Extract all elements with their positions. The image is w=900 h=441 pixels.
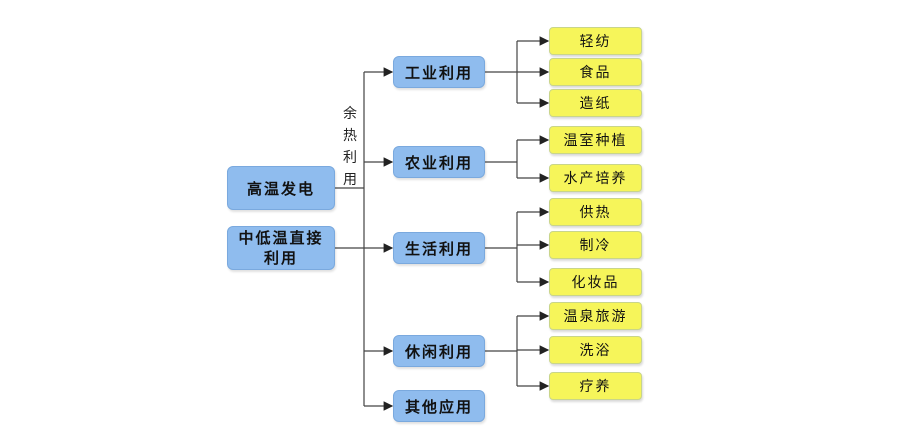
label-char: 利 bbox=[343, 150, 357, 166]
label-char: 热 bbox=[343, 128, 357, 144]
category-other: 其他应用 bbox=[393, 390, 485, 422]
label-char: 余 bbox=[343, 106, 357, 122]
category-leisure: 休闲利用 bbox=[393, 335, 485, 367]
leaf-label: 食品 bbox=[579, 65, 612, 81]
source-label-line2: 利用 bbox=[263, 249, 298, 267]
leaf-food: 食品 bbox=[549, 58, 642, 86]
leaf-paper: 造纸 bbox=[549, 89, 642, 117]
leaf-label: 供热 bbox=[579, 205, 612, 221]
category-living: 生活利用 bbox=[393, 232, 485, 264]
leaf-label: 制冷 bbox=[579, 238, 612, 254]
category-label: 生活利用 bbox=[404, 239, 473, 258]
source-label: 高温发电 bbox=[246, 179, 315, 198]
source-label-line1: 中低温直接 bbox=[238, 229, 324, 247]
source-low-temp-direct-use: 中低温直接 利用 bbox=[227, 226, 335, 270]
leaf-heating: 供热 bbox=[549, 198, 642, 226]
category-label: 工业利用 bbox=[404, 63, 473, 82]
leaf-greenhouse: 温室种植 bbox=[549, 126, 642, 154]
leaf-cooling: 制冷 bbox=[549, 231, 642, 259]
leaf-label: 化妆品 bbox=[571, 275, 620, 291]
leaf-aquaculture: 水产培养 bbox=[549, 164, 642, 192]
leaf-label: 轻纺 bbox=[579, 34, 612, 50]
leaf-textile: 轻纺 bbox=[549, 27, 642, 55]
label-char: 用 bbox=[343, 172, 357, 188]
waste-heat-label: 余 热 利 用 bbox=[340, 103, 360, 191]
leaf-cosmetics: 化妆品 bbox=[549, 268, 642, 296]
leaf-label: 水产培养 bbox=[563, 171, 628, 187]
leaf-label: 温室种植 bbox=[563, 133, 628, 149]
category-label: 其他应用 bbox=[404, 397, 473, 416]
leaf-label: 洗浴 bbox=[579, 343, 612, 359]
leaf-recuperation: 疗养 bbox=[549, 372, 642, 400]
leaf-label: 疗养 bbox=[579, 379, 612, 395]
category-agriculture: 农业利用 bbox=[393, 146, 485, 178]
leaf-label: 温泉旅游 bbox=[563, 309, 628, 325]
category-industry: 工业利用 bbox=[393, 56, 485, 88]
leaf-hot-spring-tourism: 温泉旅游 bbox=[549, 302, 642, 330]
source-high-temp-power: 高温发电 bbox=[227, 166, 335, 210]
category-label: 农业利用 bbox=[404, 153, 473, 172]
leaf-bathing: 洗浴 bbox=[549, 336, 642, 364]
category-label: 休闲利用 bbox=[404, 342, 473, 361]
leaf-label: 造纸 bbox=[579, 96, 612, 112]
